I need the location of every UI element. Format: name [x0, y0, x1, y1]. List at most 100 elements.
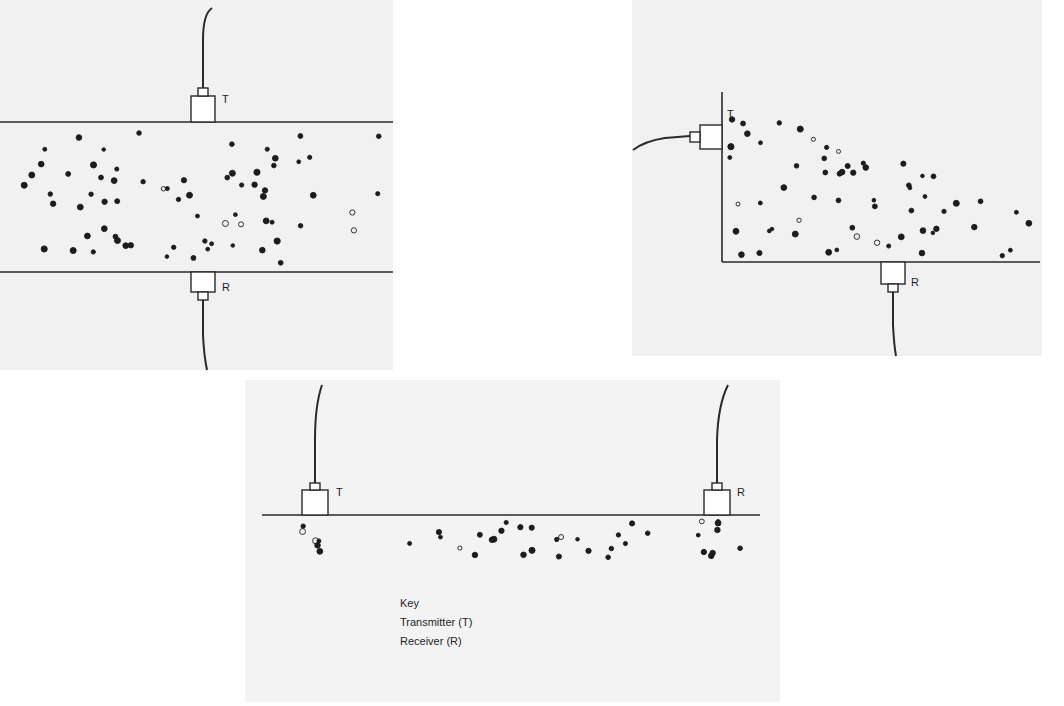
aggregate-dot	[439, 535, 443, 539]
aggregate-dot	[758, 201, 762, 205]
cable	[893, 292, 896, 356]
transducer-body	[700, 125, 722, 149]
aggregate-dot	[794, 164, 799, 169]
aggregate-dot	[738, 546, 743, 551]
aggregate-dot	[99, 175, 104, 180]
aggregate-dot	[822, 156, 827, 161]
aggregate-dot	[260, 193, 266, 199]
transducer-neck	[888, 284, 898, 292]
aggregate-dot	[931, 174, 936, 179]
aggregate-dot	[901, 161, 906, 166]
aggregate-dot	[254, 169, 260, 175]
aggregate-dot	[230, 142, 235, 147]
aggregate-dot	[301, 524, 305, 528]
aggregate-dot	[308, 155, 312, 159]
aggregate-dot	[898, 234, 904, 240]
aggregate-dot	[297, 160, 301, 164]
aggregate-dot	[298, 224, 303, 229]
aggregate-dot	[1014, 210, 1018, 214]
aggregate-dot	[278, 260, 283, 265]
aggregate-dot	[191, 255, 196, 260]
cable	[203, 300, 207, 370]
transducers	[191, 88, 905, 515]
aggregate-dot	[728, 144, 734, 150]
aggregate-dot	[274, 238, 280, 244]
aggregate-dot	[811, 137, 815, 141]
aggregate-dot	[741, 121, 746, 126]
aggregate-dot	[872, 204, 877, 209]
aggregate-dot	[76, 135, 82, 141]
transducer-letter: T	[727, 108, 734, 121]
aggregate-dot	[50, 201, 55, 206]
aggregate-dot	[759, 141, 763, 145]
transducer-letter: T	[222, 93, 229, 106]
aggregate-dot	[263, 218, 269, 224]
aggregate-dot	[781, 185, 787, 191]
aggregate-dot	[518, 525, 523, 530]
aggregate-dot	[909, 208, 914, 213]
transducer-neck	[198, 292, 208, 300]
aggregate-dot	[171, 245, 175, 249]
aggregate-dot	[953, 200, 959, 206]
panel-ground	[0, 0, 393, 370]
aggregate-dot	[41, 246, 47, 252]
aggregate-dot	[770, 227, 774, 231]
aggregate-dot	[728, 156, 732, 160]
aggregate-dot	[70, 248, 76, 254]
aggregate-dot	[825, 145, 829, 149]
aggregate-dot	[616, 533, 620, 537]
cable	[203, 8, 212, 88]
panel-ground	[632, 0, 1042, 356]
aggregate-dot	[715, 520, 721, 526]
aggregate-dot	[559, 535, 564, 540]
panel-ground	[245, 380, 780, 702]
aggregate-dot	[458, 546, 462, 550]
aggregate-dot	[231, 244, 235, 248]
aggregate-dot	[715, 527, 721, 533]
aggregate-dot	[181, 178, 186, 183]
aggregate-dot	[908, 186, 912, 190]
aggregate-dot	[229, 170, 235, 176]
aggregate-dot	[489, 537, 494, 542]
aggregate-dot	[90, 162, 96, 168]
cable	[315, 385, 322, 483]
aggregate-dot	[1026, 220, 1032, 226]
aggregate-dot	[887, 244, 891, 248]
aggregate-dot	[102, 199, 107, 204]
transducer-neck	[198, 88, 208, 96]
aggregate-dot	[111, 178, 117, 184]
aggregate-dot	[260, 247, 266, 253]
transducer-body	[302, 490, 328, 515]
scan-grounds	[0, 0, 1042, 702]
aggregate-dot	[239, 222, 244, 227]
aggregate-dot	[630, 521, 635, 526]
aggregate-dot	[872, 198, 876, 202]
aggregate-dot	[252, 182, 257, 187]
aggregate-dot	[920, 228, 926, 234]
aggregate-dot	[313, 538, 319, 544]
transducer-body	[191, 96, 215, 122]
aggregate-dot	[408, 541, 412, 545]
transducer-letter: R	[737, 486, 745, 499]
aggregate-dot	[854, 234, 860, 240]
aggregate-dot	[310, 192, 316, 198]
aggregate-dot	[165, 255, 169, 259]
transducer-neck	[690, 132, 700, 142]
aggregate-dot	[376, 134, 381, 139]
aggregate-dot	[114, 238, 120, 244]
aggregate-dot	[861, 161, 865, 165]
transducer-letter: R	[911, 276, 919, 289]
aggregate-dot	[472, 552, 478, 558]
aggregate-dot	[38, 161, 44, 167]
transducer-body	[704, 490, 730, 515]
surface-line	[262, 514, 760, 516]
transducer-letter: T	[336, 486, 343, 499]
aggregate-dot	[137, 131, 142, 136]
aggregate-dot	[128, 243, 133, 248]
aggregate-dot	[931, 231, 935, 235]
aggregate-dot	[504, 520, 508, 524]
key-heading: Key	[400, 597, 419, 610]
aggregate-dot	[436, 529, 441, 534]
aggregate-dot	[233, 213, 237, 217]
